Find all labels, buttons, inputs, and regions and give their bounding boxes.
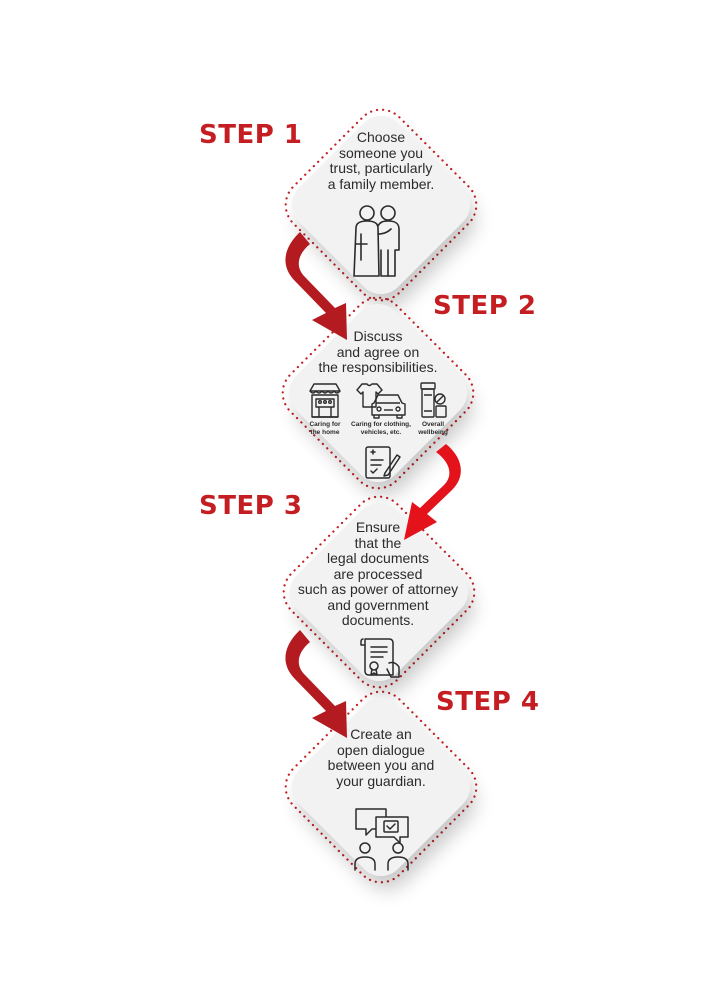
- step-1-text: Choose someone you trust, particularly a…: [327, 129, 435, 192]
- sub-caption-wellbeing: Overall wellbeing: [418, 421, 448, 436]
- certificate-icon: [360, 638, 400, 678]
- step3-card: [289, 502, 469, 682]
- step1-card: [291, 115, 471, 295]
- medicine-icon: [420, 382, 447, 418]
- sub-caption-home: Caring for the home: [309, 421, 341, 436]
- step2-outline: [281, 296, 475, 490]
- step-4-text: Create an open dialogue between you and …: [327, 726, 435, 789]
- step-2-label: STEP 2: [433, 291, 537, 321]
- step-2-text: Discuss and agree on the responsibilitie…: [318, 328, 438, 375]
- house-icon: [309, 383, 341, 418]
- clothing-car-icon: [356, 383, 406, 419]
- conversation-icon: [354, 808, 409, 871]
- step4-outline: [284, 690, 478, 884]
- step4-card: [291, 697, 471, 877]
- step2-card: [288, 303, 468, 483]
- step1-outline: [284, 108, 478, 302]
- sub-caption-clothing: Caring for clothing, vehicles, etc.: [351, 421, 411, 436]
- step-1-label: STEP 1: [199, 120, 303, 150]
- step3-outline: [282, 495, 476, 689]
- arrow-1: [285, 232, 347, 340]
- elderly-couple-icon: [353, 205, 400, 277]
- arrow-2: [404, 444, 461, 540]
- step-3-label: STEP 3: [199, 491, 303, 521]
- step-3-text: Ensure that the legal documents are proc…: [297, 519, 459, 628]
- checklist-icon: [365, 446, 401, 479]
- step-4-label: STEP 4: [436, 687, 540, 717]
- arrow-3: [285, 630, 347, 738]
